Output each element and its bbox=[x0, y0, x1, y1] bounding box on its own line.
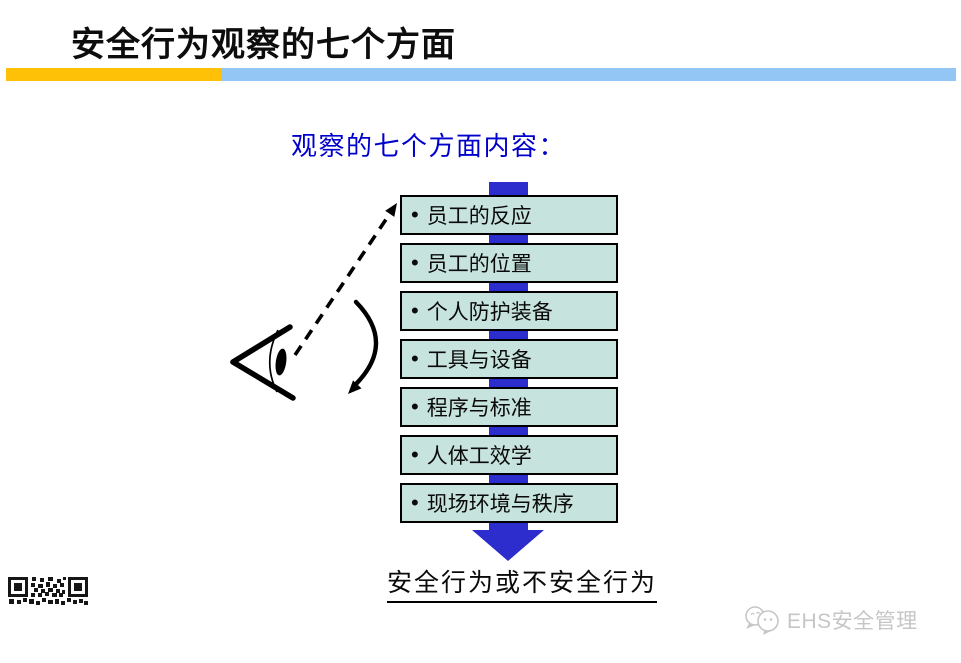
page-title: 安全行为观察的七个方面 bbox=[71, 26, 456, 64]
bullet-marker: • bbox=[411, 346, 419, 371]
observation-item-label: 现场环境与秩序 bbox=[426, 493, 574, 516]
qr-code bbox=[8, 577, 88, 605]
observation-item-label: 员工的位置 bbox=[426, 253, 532, 276]
qr-modules bbox=[8, 577, 88, 605]
wechat-icon bbox=[745, 606, 779, 635]
observation-item-box: • 人体工效学 bbox=[400, 435, 618, 475]
bullet-marker: • bbox=[411, 298, 419, 323]
bullet-marker: • bbox=[411, 250, 419, 275]
observation-item-box: • 员工的位置 bbox=[400, 243, 618, 283]
observation-item-label: 程序与标准 bbox=[426, 397, 532, 420]
observer-graphic bbox=[230, 203, 397, 401]
watermark: EHS安全管理 bbox=[742, 604, 918, 636]
observation-list: • 员工的反应 • 员工的位置 • 个人防护装备 • 工具与设备 • 程序与标准… bbox=[400, 195, 618, 523]
observation-item-box: • 个人防护装备 bbox=[400, 291, 618, 331]
observation-subtitle: 观察的七个方面内容： bbox=[291, 131, 567, 161]
divider-bar bbox=[6, 68, 956, 81]
observation-item-label: 人体工效学 bbox=[426, 445, 532, 468]
observation-item-box: • 员工的反应 bbox=[400, 195, 618, 235]
divider-bar-yellow-segment bbox=[6, 68, 222, 81]
down-arrow-icon bbox=[472, 530, 544, 561]
bullet-marker: • bbox=[411, 490, 419, 515]
observation-item-box: • 程序与标准 bbox=[400, 387, 618, 427]
eye-icon bbox=[230, 324, 296, 401]
observation-item-label: 员工的反应 bbox=[426, 205, 532, 228]
bullet-marker: • bbox=[411, 202, 419, 227]
bullet-marker: • bbox=[411, 394, 419, 419]
divider-bar-blue-segment bbox=[222, 68, 956, 81]
observation-item-label: 个人防护装备 bbox=[426, 301, 553, 324]
observation-item-label: 工具与设备 bbox=[426, 349, 532, 372]
dashed-arrow-icon bbox=[293, 203, 397, 357]
watermark-text: EHS安全管理 bbox=[787, 610, 918, 633]
observation-item-box: • 现场环境与秩序 bbox=[400, 483, 618, 523]
curved-arrow-icon bbox=[348, 299, 379, 394]
result-label: 安全行为或不安全行为 bbox=[387, 563, 658, 603]
observation-item-box: • 工具与设备 bbox=[400, 339, 618, 379]
bullet-marker: • bbox=[411, 442, 419, 467]
